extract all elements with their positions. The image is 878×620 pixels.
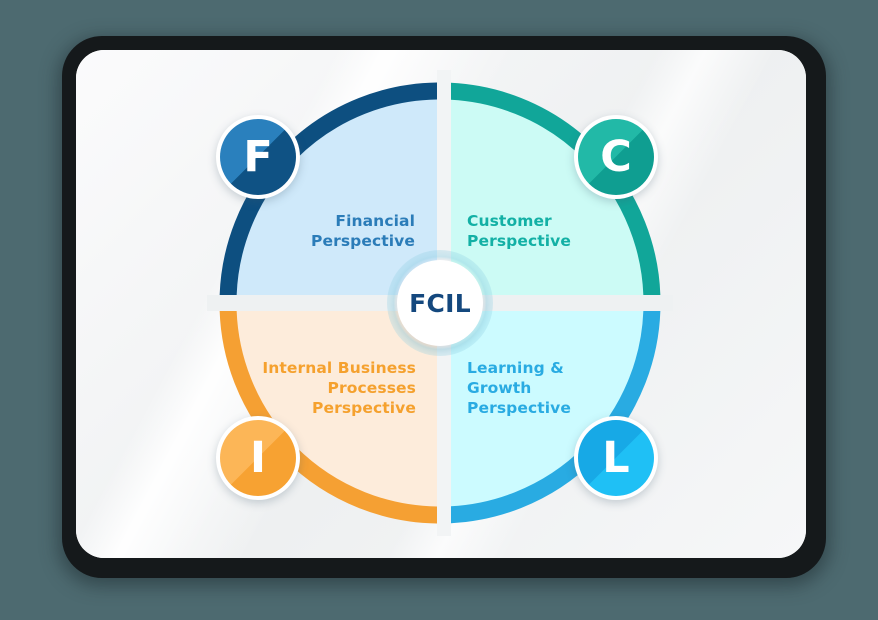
badge-learning-growth[interactable]: L	[574, 416, 658, 500]
badge-internal-business-processes[interactable]: I	[216, 416, 300, 500]
badge-customer[interactable]: C	[574, 115, 658, 199]
center-hub[interactable]: FCIL	[397, 260, 483, 346]
quadrant-fill-internal-business-processes[interactable]	[235, 98, 645, 508]
center-hub-label: FCIL	[409, 288, 471, 318]
quadrant-fill-customer[interactable]	[235, 98, 645, 508]
badge-customer-disc: C	[578, 119, 654, 195]
quadrant-fill-financial[interactable]	[235, 98, 645, 508]
badge-learning-growth-disc: L	[578, 420, 654, 496]
badge-financial-disc: F	[220, 119, 296, 195]
badge-customer-letter: C	[600, 131, 632, 182]
badge-financial-letter: F	[243, 131, 273, 182]
quadrant-label-financial: Financial Perspective	[311, 212, 415, 250]
quadrant-label-customer: Customer Perspective	[467, 212, 571, 250]
badge-learning-growth-letter: L	[602, 432, 630, 483]
badge-internal-business-processes-disc: I	[220, 420, 296, 496]
badge-internal-business-processes-letter: I	[250, 432, 266, 483]
quadrant-label-learning-growth: Learning & Growth Perspective	[467, 359, 571, 417]
badge-financial[interactable]: F	[216, 115, 300, 199]
quadrant-label-internal-business-processes: Internal Business Processes Perspective	[262, 359, 416, 417]
quadrant-fill-learning-growth[interactable]	[235, 98, 645, 508]
